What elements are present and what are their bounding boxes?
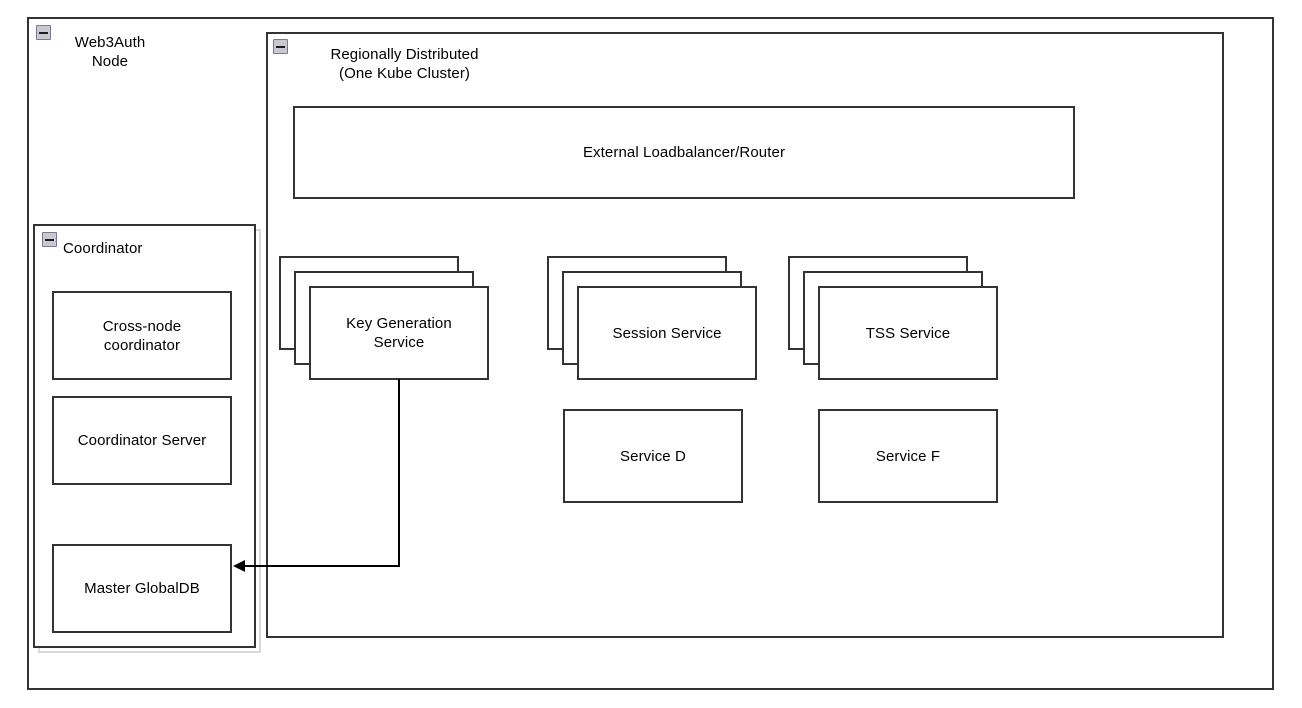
collapse-minus-icon-node[interactable]	[36, 25, 51, 40]
box-key-generation-service[interactable]	[309, 286, 489, 380]
box-cross-node-coordinator[interactable]	[52, 291, 232, 380]
collapse-minus-icon-coordinator[interactable]	[42, 232, 57, 247]
connector-kgs-to-master-globaldb-arrowhead	[233, 560, 245, 572]
container-label-kube-cluster: Regionally Distributed (One Kube Cluster…	[330, 46, 479, 82]
box-tss-service[interactable]	[818, 286, 998, 380]
box-coordinator-server[interactable]	[52, 396, 232, 485]
box-external-loadbalancer-router[interactable]	[293, 106, 1075, 199]
container-label-web3auth-node: Web3Auth Node	[74, 34, 146, 70]
container-label-coordinator: Coordinator	[63, 240, 143, 257]
box-service-d[interactable]	[563, 409, 743, 503]
box-session-service[interactable]	[577, 286, 757, 380]
box-service-f[interactable]	[818, 409, 998, 503]
connector-kgs-to-master-globaldb-vertical	[398, 379, 400, 567]
box-master-globaldb[interactable]	[52, 544, 232, 633]
collapse-minus-icon-cluster[interactable]	[273, 39, 288, 54]
connector-kgs-to-master-globaldb-horizontal	[243, 565, 400, 567]
